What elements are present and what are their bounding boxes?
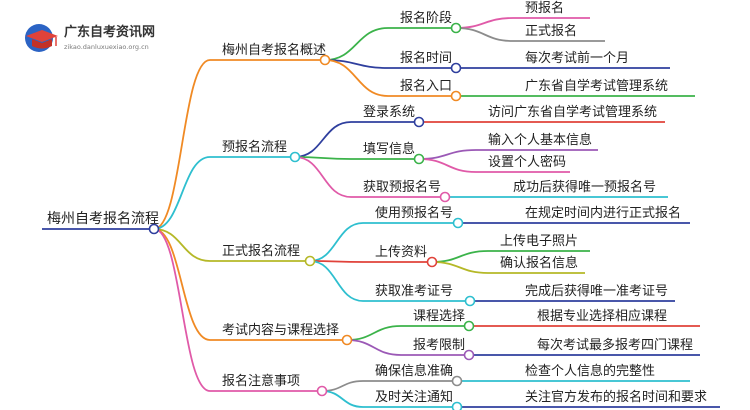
- subtopic-node-label: 确保信息准确: [375, 363, 453, 379]
- branch-node-label: 考试内容与课程选择: [222, 322, 339, 338]
- watermark-logo: 广东自考资讯网 zikao.danluxuexiao.org.cn: [25, 24, 155, 52]
- detail-node-label: 每次考试最多报考四门课程: [537, 337, 693, 353]
- subtopic-node-dot: [452, 217, 464, 229]
- branch-connector: [153, 228, 211, 262]
- subtopic-node-dot: [413, 116, 425, 128]
- detail-connector: [431, 250, 489, 263]
- branch-node-label: 预报名流程: [222, 139, 287, 155]
- branch-connector: [153, 228, 211, 392]
- detail-node-label: 预报名: [525, 0, 564, 16]
- root-node-label: 梅州自考报名流程: [47, 211, 159, 227]
- detail-node-label: 输入个人基本信息: [488, 132, 592, 148]
- detail-node-label: 在规定时间内进行正式报名: [525, 205, 681, 221]
- detail-node-label: 正式报名: [525, 23, 577, 39]
- detail-connector: [455, 17, 514, 29]
- subtopic-connector: [321, 380, 364, 392]
- branch-node-dot: [319, 54, 331, 66]
- subtopic-node-label: 报考限制: [413, 338, 465, 353]
- detail-node-label: 访问广东省自学考试管理系统: [488, 104, 657, 120]
- detail-node-label: 广东省自学考试管理系统: [525, 78, 668, 94]
- detail-node-label: 每次考试前一个月: [525, 50, 629, 66]
- subtopic-connector: [309, 260, 364, 302]
- detail-connector: [418, 149, 477, 160]
- subtopic-node-dot: [426, 256, 438, 268]
- detail-node-label: 成功后获得唯一预报名号: [513, 179, 656, 195]
- subtopic-node-label: 填写信息: [363, 141, 415, 157]
- subtopic-node-dot: [439, 191, 451, 203]
- branch-node-label: 梅州自考报名概述: [222, 42, 326, 58]
- watermark-subtitle: zikao.danluxuexiao.org.cn: [64, 43, 149, 51]
- subtopic-node-label: 报名时间: [400, 50, 452, 66]
- graduation-cap-icon: [25, 24, 58, 52]
- detail-connector: [418, 158, 477, 173]
- subtopic-node-dot: [450, 62, 462, 74]
- detail-node-label: 设置个人密码: [488, 154, 566, 170]
- subtopic-connector: [346, 339, 402, 356]
- branch-node-dot: [316, 385, 328, 397]
- subtopic-connector: [294, 156, 352, 198]
- detail-node-label: 检查个人信息的完整性: [525, 363, 655, 379]
- detail-node-label: 完成后获得唯一准考证号: [525, 283, 668, 299]
- subtopic-node-dot: [463, 349, 475, 361]
- subtopic-connector: [309, 222, 364, 262]
- subtopic-connector: [321, 390, 364, 408]
- subtopic-node-label: 课程选择: [413, 309, 465, 324]
- branch-node-label: 正式报名流程: [222, 243, 300, 259]
- detail-node-label: 确认报名信息: [500, 255, 578, 271]
- branch-node-label: 报名注意事项: [222, 373, 300, 389]
- subtopic-connector: [294, 121, 352, 158]
- branch-node-dot: [289, 151, 301, 163]
- branch-node-dot: [341, 334, 353, 346]
- detail-connector: [455, 27, 514, 42]
- subtopic-node-label: 上传资料: [375, 245, 427, 260]
- connector-layer: [42, 17, 720, 408]
- subtopic-connector: [324, 59, 389, 97]
- subtopic-connector: [324, 27, 389, 61]
- detail-node-label: 关注官方发布的报名时间和要求: [525, 389, 707, 405]
- subtopic-node-dot: [450, 90, 462, 102]
- subtopic-node-label: 及时关注通知: [375, 389, 453, 405]
- subtopic-node-dot: [463, 320, 475, 332]
- detail-node-label: 根据专业选择相应课程: [537, 308, 667, 324]
- subtopic-node-dot: [451, 375, 463, 387]
- detail-connector: [431, 261, 489, 274]
- subtopic-node-label: 获取预报名号: [363, 179, 441, 195]
- subtopic-node-label: 登录系统: [363, 105, 415, 120]
- branch-connector: [153, 156, 211, 230]
- subtopic-node-dot: [451, 401, 463, 410]
- subtopic-node-label: 获取准考证号: [375, 284, 453, 299]
- root-node-dot: [148, 223, 160, 235]
- subtopic-node-label: 报名阶段: [400, 10, 452, 26]
- watermark-title: 广东自考资讯网: [64, 24, 155, 40]
- subtopic-node-dot: [413, 153, 425, 165]
- subtopic-node-dot: [450, 22, 462, 34]
- branch-node-dot: [304, 255, 316, 267]
- subtopic-connector: [346, 325, 402, 341]
- branch-connector: [153, 59, 211, 230]
- detail-node-label: 上传电子照片: [500, 234, 578, 249]
- subtopic-node-label: 报名入口: [400, 78, 452, 94]
- subtopic-node-dot: [464, 295, 476, 307]
- subtopic-node-label: 使用预报名号: [375, 205, 453, 221]
